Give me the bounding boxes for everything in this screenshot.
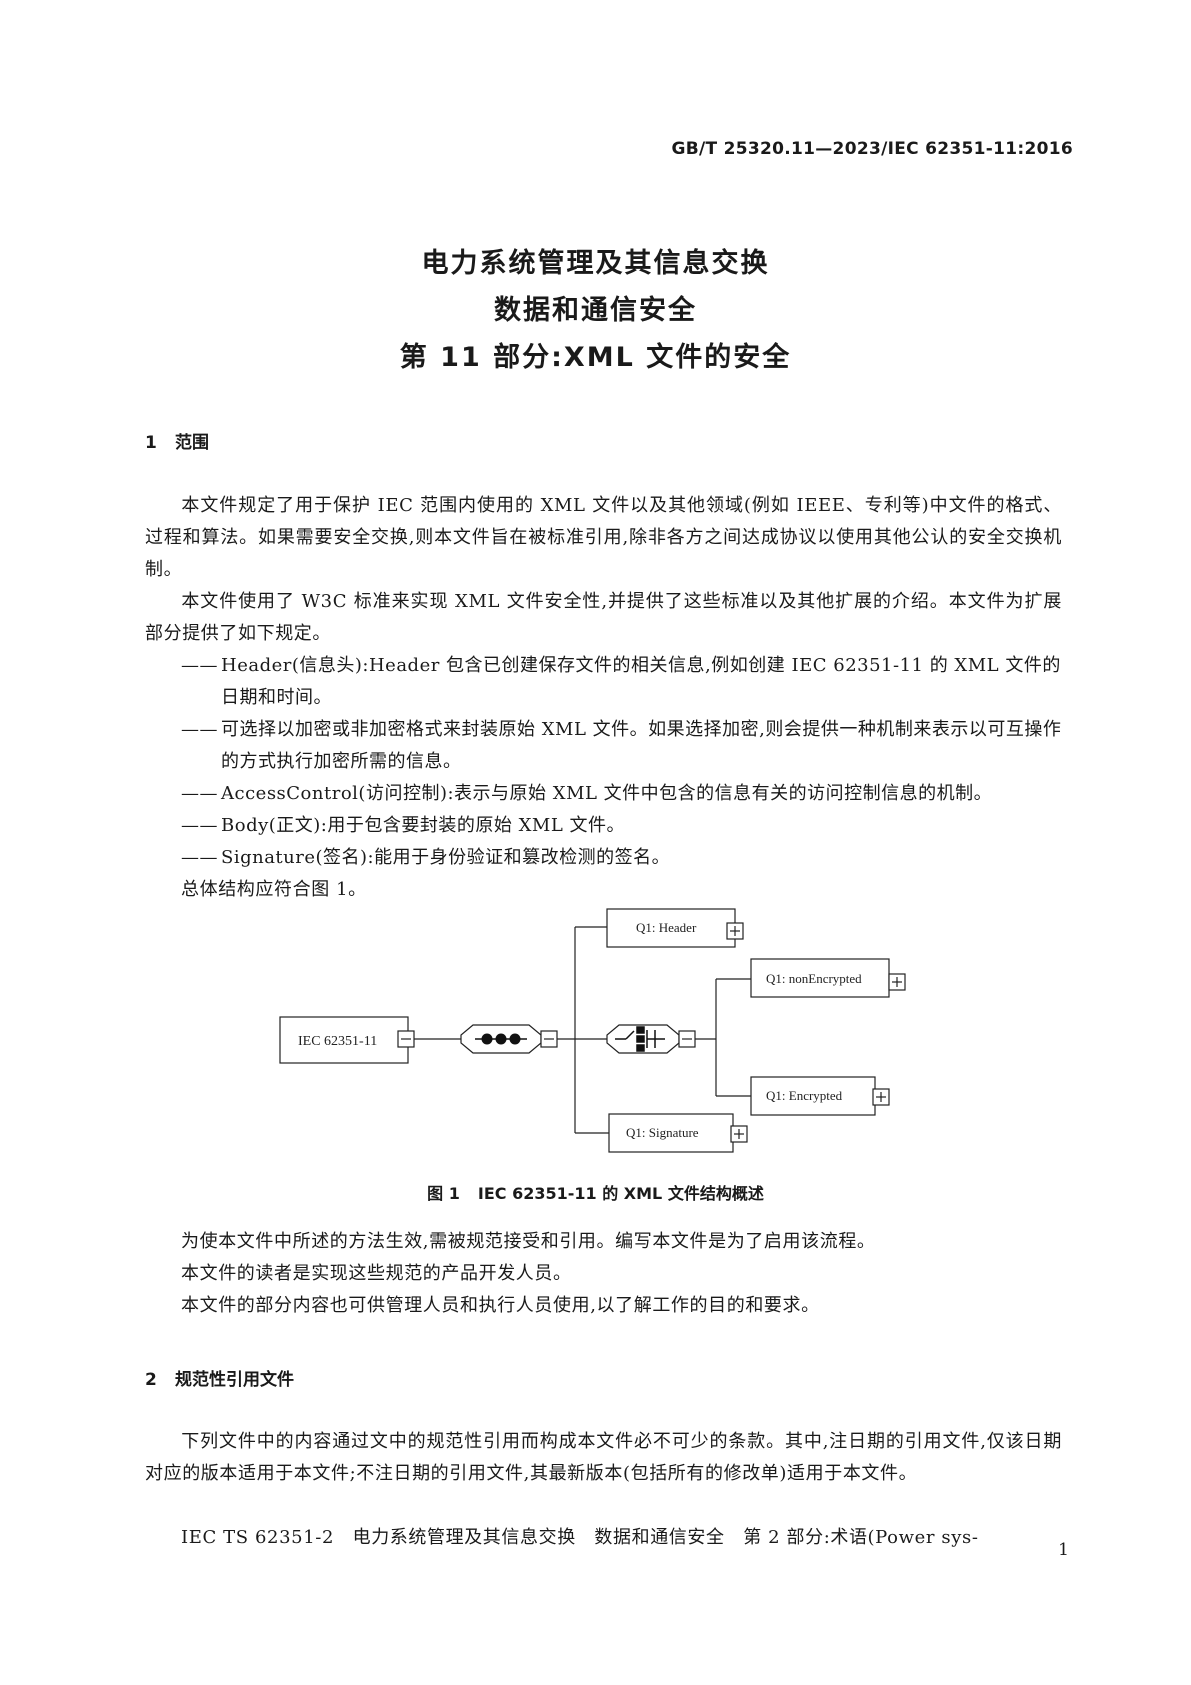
figure-caption-text: IEC 62351-11 的 XML 文件结构概述 [477,1184,764,1203]
header-label: Q1: Header [636,920,697,935]
title-line-3: 第 11 部分:XML 文件的安全 [399,342,792,373]
section-1-number: 1 [145,433,157,453]
list-item: ——Header(信息头):Header 包含已创建保存文件的相关信息,例如创建… [181,655,1061,708]
sequence-node [460,1024,542,1054]
list-item: ——可选择以加密或非加密格式来封装原始 XML 文件。如果选择加密,则会提供一种… [181,719,1062,772]
section-1-paragraph-2: 本文件使用了 W3C 标准来实现 XML 文件安全性,并提供了这些标准以及其他扩… [145,591,1062,644]
section-2-heading: 2 规范性引用文件 [145,1365,294,1390]
document-code: GB/T 25320.11—2023/IEC 62351-11:2016 [671,139,1073,159]
section-1-paragraph-5: 本文件的读者是实现这些规范的产品开发人员。 [181,1263,572,1284]
section-2-paragraph-1: 下列文件中的内容通过文中的规范性引用而构成本文件必不可少的条款。其中,注日期的引… [145,1431,1062,1484]
list-item: ——Signature(签名):能用于身份验证和篡改检测的签名。 [181,847,671,868]
root-label: IEC 62351-11 [298,1034,377,1049]
normative-reference: IEC TS 62351-2 电力系统管理及其信息交换 数据和通信安全 第 2 … [181,1527,979,1548]
non-encrypted-label: Q1: nonEncrypted [766,971,862,986]
section-1-paragraph-6: 本文件的部分内容也可供管理人员和执行人员使用,以了解工作的目的和要求。 [181,1295,820,1316]
section-2-number: 2 [145,1370,157,1390]
document-title: 电力系统管理及其信息交换 数据和通信安全 第 11 部分:XML 文件的安全 [0,240,1191,381]
xml-structure-diagram: IEC 62351-11 Q1: Header Q1: nonEncrypted… [279,908,906,1153]
title-line-1: 电力系统管理及其信息交换 [421,248,770,279]
choice-node [606,1024,680,1054]
choice-icon [615,1026,665,1052]
encrypted-label: Q1: Encrypted [766,1088,843,1103]
section-1-paragraph-3: 总体结构应符合图 1。 [181,879,367,900]
list-item: ——Body(正文):用于包含要封装的原始 XML 文件。 [181,815,626,836]
section-1-heading: 1 范围 [145,428,209,453]
signature-label: Q1: Signature [626,1125,699,1140]
figure-number: 图 1 [427,1184,460,1203]
sequence-dot [495,1033,507,1045]
sequence-dot [509,1033,521,1045]
section-1-paragraph-1: 本文件规定了用于保护 IEC 范围内使用的 XML 文件以及其他领域(例如 IE… [145,495,1062,580]
section-1-paragraph-4: 为使本文件中所述的方法生效,需被规范接受和引用。编写本文件是为了启用该流程。 [181,1231,876,1252]
list-item: ——AccessControl(访问控制):表示与原始 XML 文件中包含的信息… [181,783,993,804]
section-2-title: 规范性引用文件 [175,1370,294,1390]
figure-caption: 图 1 IEC 62351-11 的 XML 文件结构概述 [0,1180,1191,1204]
section-1-title: 范围 [175,433,209,453]
page-number: 1 [1058,1540,1069,1560]
title-line-2: 数据和通信安全 [494,295,697,326]
sequence-dot [481,1033,493,1045]
